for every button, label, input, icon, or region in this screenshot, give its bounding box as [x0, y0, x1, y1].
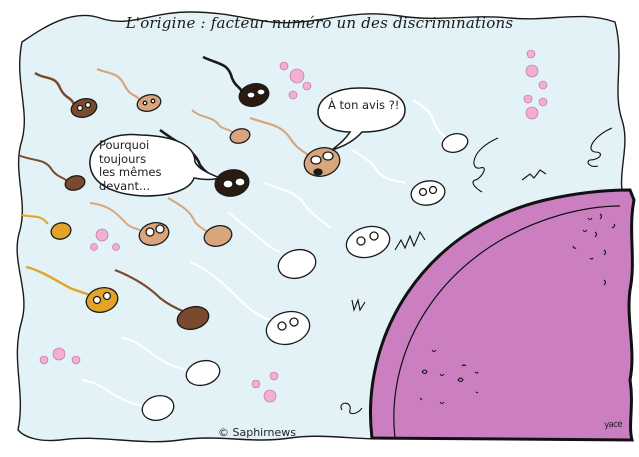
sperm-group [17, 55, 469, 421]
bubble-line: toujours [99, 151, 147, 166]
speech-bubble-left [89, 133, 223, 197]
copyright-credit: © Saphirnews [218, 426, 297, 439]
squiggles [340, 127, 613, 415]
bubble-line: Pourquoi [99, 138, 150, 152]
cartoon-title: L'origine : facteur numéro un des discri… [125, 14, 514, 32]
speech-bubble-right [317, 87, 406, 151]
bubble-line: devant... [99, 178, 150, 193]
artist-signature: yace [603, 419, 622, 431]
egg-inner-line [393, 205, 621, 439]
pink-bubbles [39, 49, 548, 403]
egg-cell [369, 188, 636, 442]
speech-bubble-right-text: À ton avis ?! [328, 98, 400, 112]
egg-dots [419, 213, 616, 405]
speech-bubble-left-text: Pourquoi toujours les mêmes devant... [99, 138, 179, 193]
bubble-line: les mêmes [99, 165, 162, 179]
